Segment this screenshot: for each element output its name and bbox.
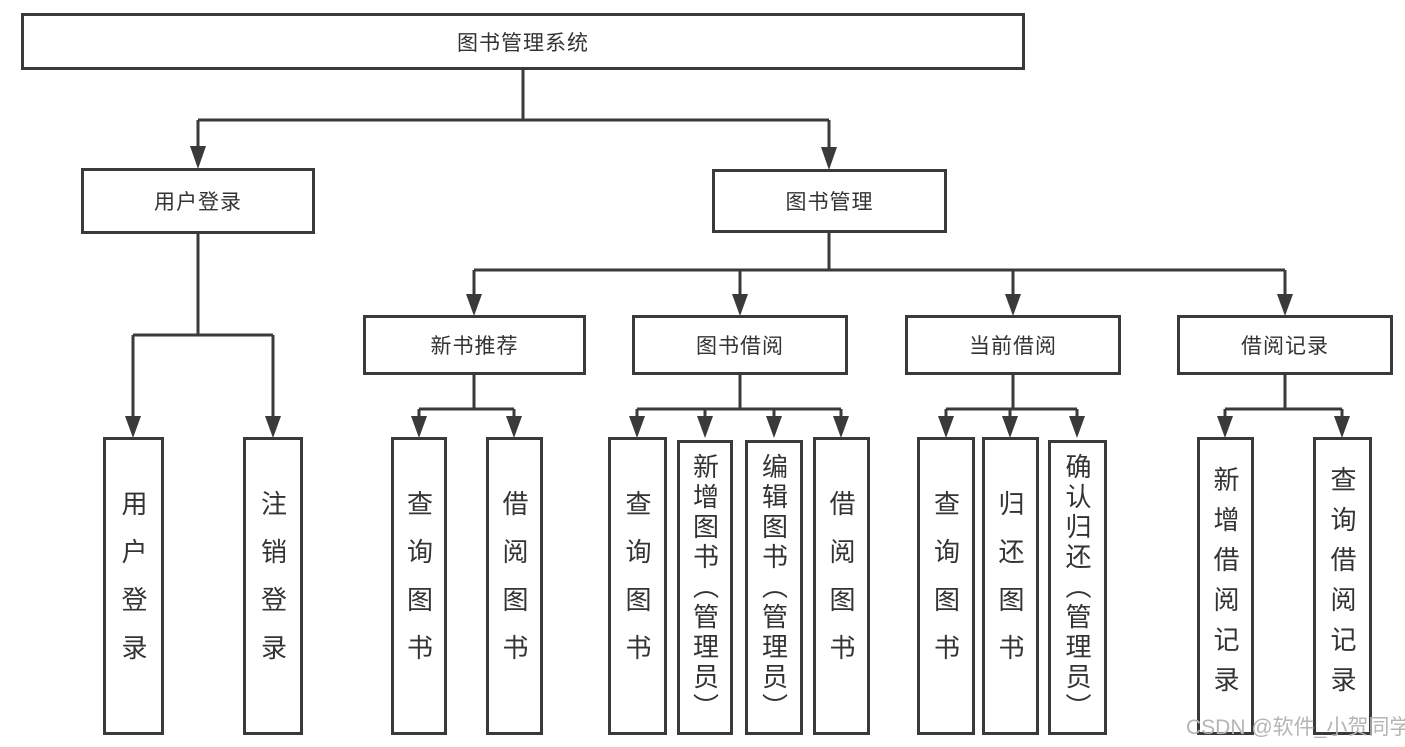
- leaf-add-books-admin: 新增图书（管理员）: [677, 440, 733, 735]
- leaf-logout: 注销登录: [243, 437, 303, 735]
- node-current-borrowing: 当前借阅: [905, 315, 1121, 375]
- node-book-management: 图书管理: [712, 169, 947, 233]
- node-book-borrowing: 图书借阅: [632, 315, 848, 375]
- leaf-query-books-borrow: 查询图书: [608, 437, 667, 735]
- leaf-add-borrow-record: 新增借阅记录: [1197, 437, 1254, 735]
- node-new-book-recommendation: 新书推荐: [363, 315, 586, 375]
- leaf-query-books-current: 查询图书: [917, 437, 975, 735]
- leaf-return-books: 归还图书: [982, 437, 1039, 735]
- node-user-login: 用户登录: [81, 168, 315, 234]
- leaf-confirm-return-admin: 确认归还（管理员）: [1048, 440, 1107, 735]
- leaf-borrow-books-recommend: 借阅图书: [486, 437, 543, 735]
- node-library-management-system: 图书管理系统: [21, 13, 1025, 70]
- leaf-borrow-books: 借阅图书: [813, 437, 870, 735]
- leaf-query-books-recommend: 查询图书: [391, 437, 447, 735]
- watermark: CSDN @软件_小贺同学: [1186, 716, 1405, 739]
- leaf-edit-books-admin: 编辑图书（管理员）: [745, 440, 803, 735]
- node-borrowing-records: 借阅记录: [1177, 315, 1393, 375]
- arrowheads: [125, 146, 1350, 438]
- leaf-user-login: 用户登录: [103, 437, 164, 735]
- connector-paths: [131, 69, 1344, 419]
- leaf-query-borrow-record: 查询借阅记录: [1313, 437, 1372, 735]
